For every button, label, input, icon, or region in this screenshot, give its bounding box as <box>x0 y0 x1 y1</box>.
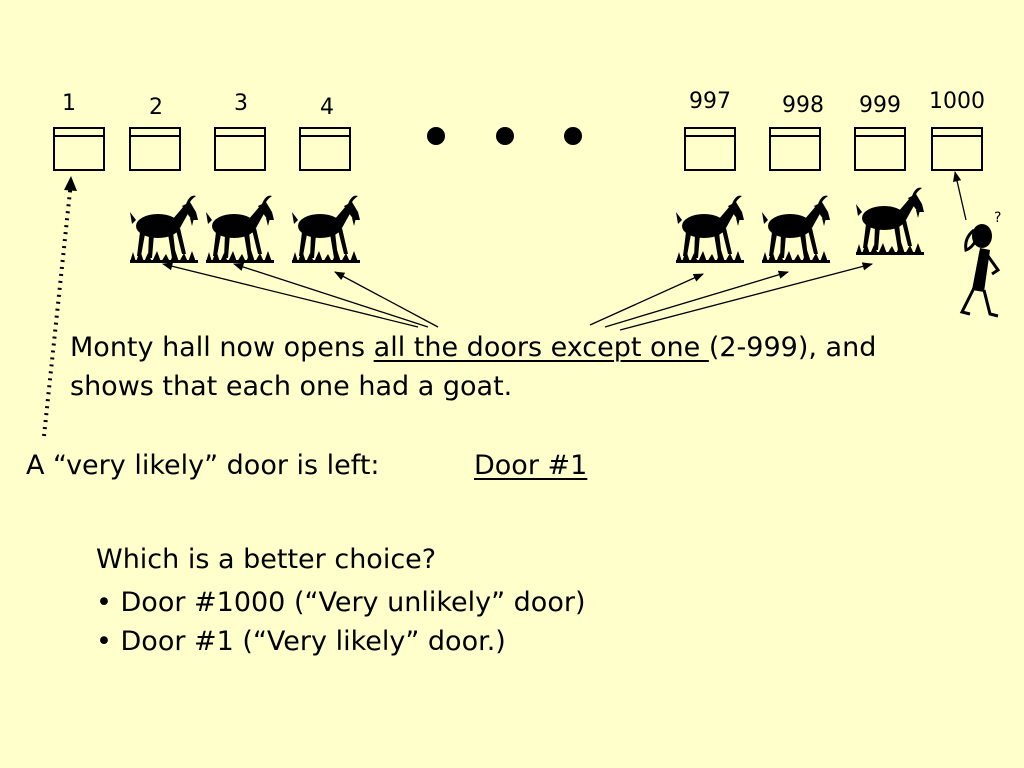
goat-icon <box>856 187 924 255</box>
goat-icon <box>292 195 360 263</box>
explanation-line-2: shows that each one had a goat. <box>70 371 513 402</box>
door-999 <box>854 127 906 171</box>
likely-door-label: A “very likely” door is left: <box>26 450 380 481</box>
option-door-1000: • Door #1000 (“Very unlikely” door) <box>96 587 586 618</box>
pick-arrow <box>953 170 967 221</box>
goat-icon <box>130 195 198 263</box>
likely-door-value: Door #1 <box>474 450 588 481</box>
explanation-line-1-end: (2-999), and <box>708 332 877 363</box>
goat-icon <box>676 195 744 263</box>
door-label-3: 3 <box>234 91 248 116</box>
door-997 <box>684 127 736 171</box>
door-label-999: 999 <box>859 93 901 118</box>
option-door-1: • Door #1 (“Very likely” door.) <box>96 626 506 657</box>
door-2 <box>129 127 181 171</box>
door-label-998: 998 <box>782 93 824 118</box>
explanation-line-1: Monty hall now opens all the doors excep… <box>70 330 876 366</box>
goat-icon <box>762 195 830 263</box>
ellipsis-dots <box>427 127 582 145</box>
door-label-1: 1 <box>62 91 76 116</box>
door-label-1000: 1000 <box>929 89 985 114</box>
likely-door-dotted-line <box>42 181 73 437</box>
goat-icon <box>206 195 274 263</box>
door-label-4: 4 <box>320 95 334 120</box>
thought-question-mark: ? <box>994 210 1001 226</box>
door-1 <box>53 127 105 171</box>
likely-door-arrowhead <box>64 176 77 191</box>
thinking-person-icon: ? <box>959 210 1001 318</box>
door-1000 <box>931 127 983 171</box>
door-label-997: 997 <box>689 89 731 114</box>
explanation-emphasis: all the doors except one <box>373 332 709 363</box>
door-label-2: 2 <box>149 95 163 120</box>
door-998 <box>769 127 821 171</box>
goat-arrows <box>161 262 874 331</box>
door-3 <box>214 127 266 171</box>
explanation-line-1-start: Monty hall now opens <box>70 332 374 363</box>
door-4 <box>299 127 351 171</box>
question-text: Which is a better choice? <box>96 544 437 575</box>
